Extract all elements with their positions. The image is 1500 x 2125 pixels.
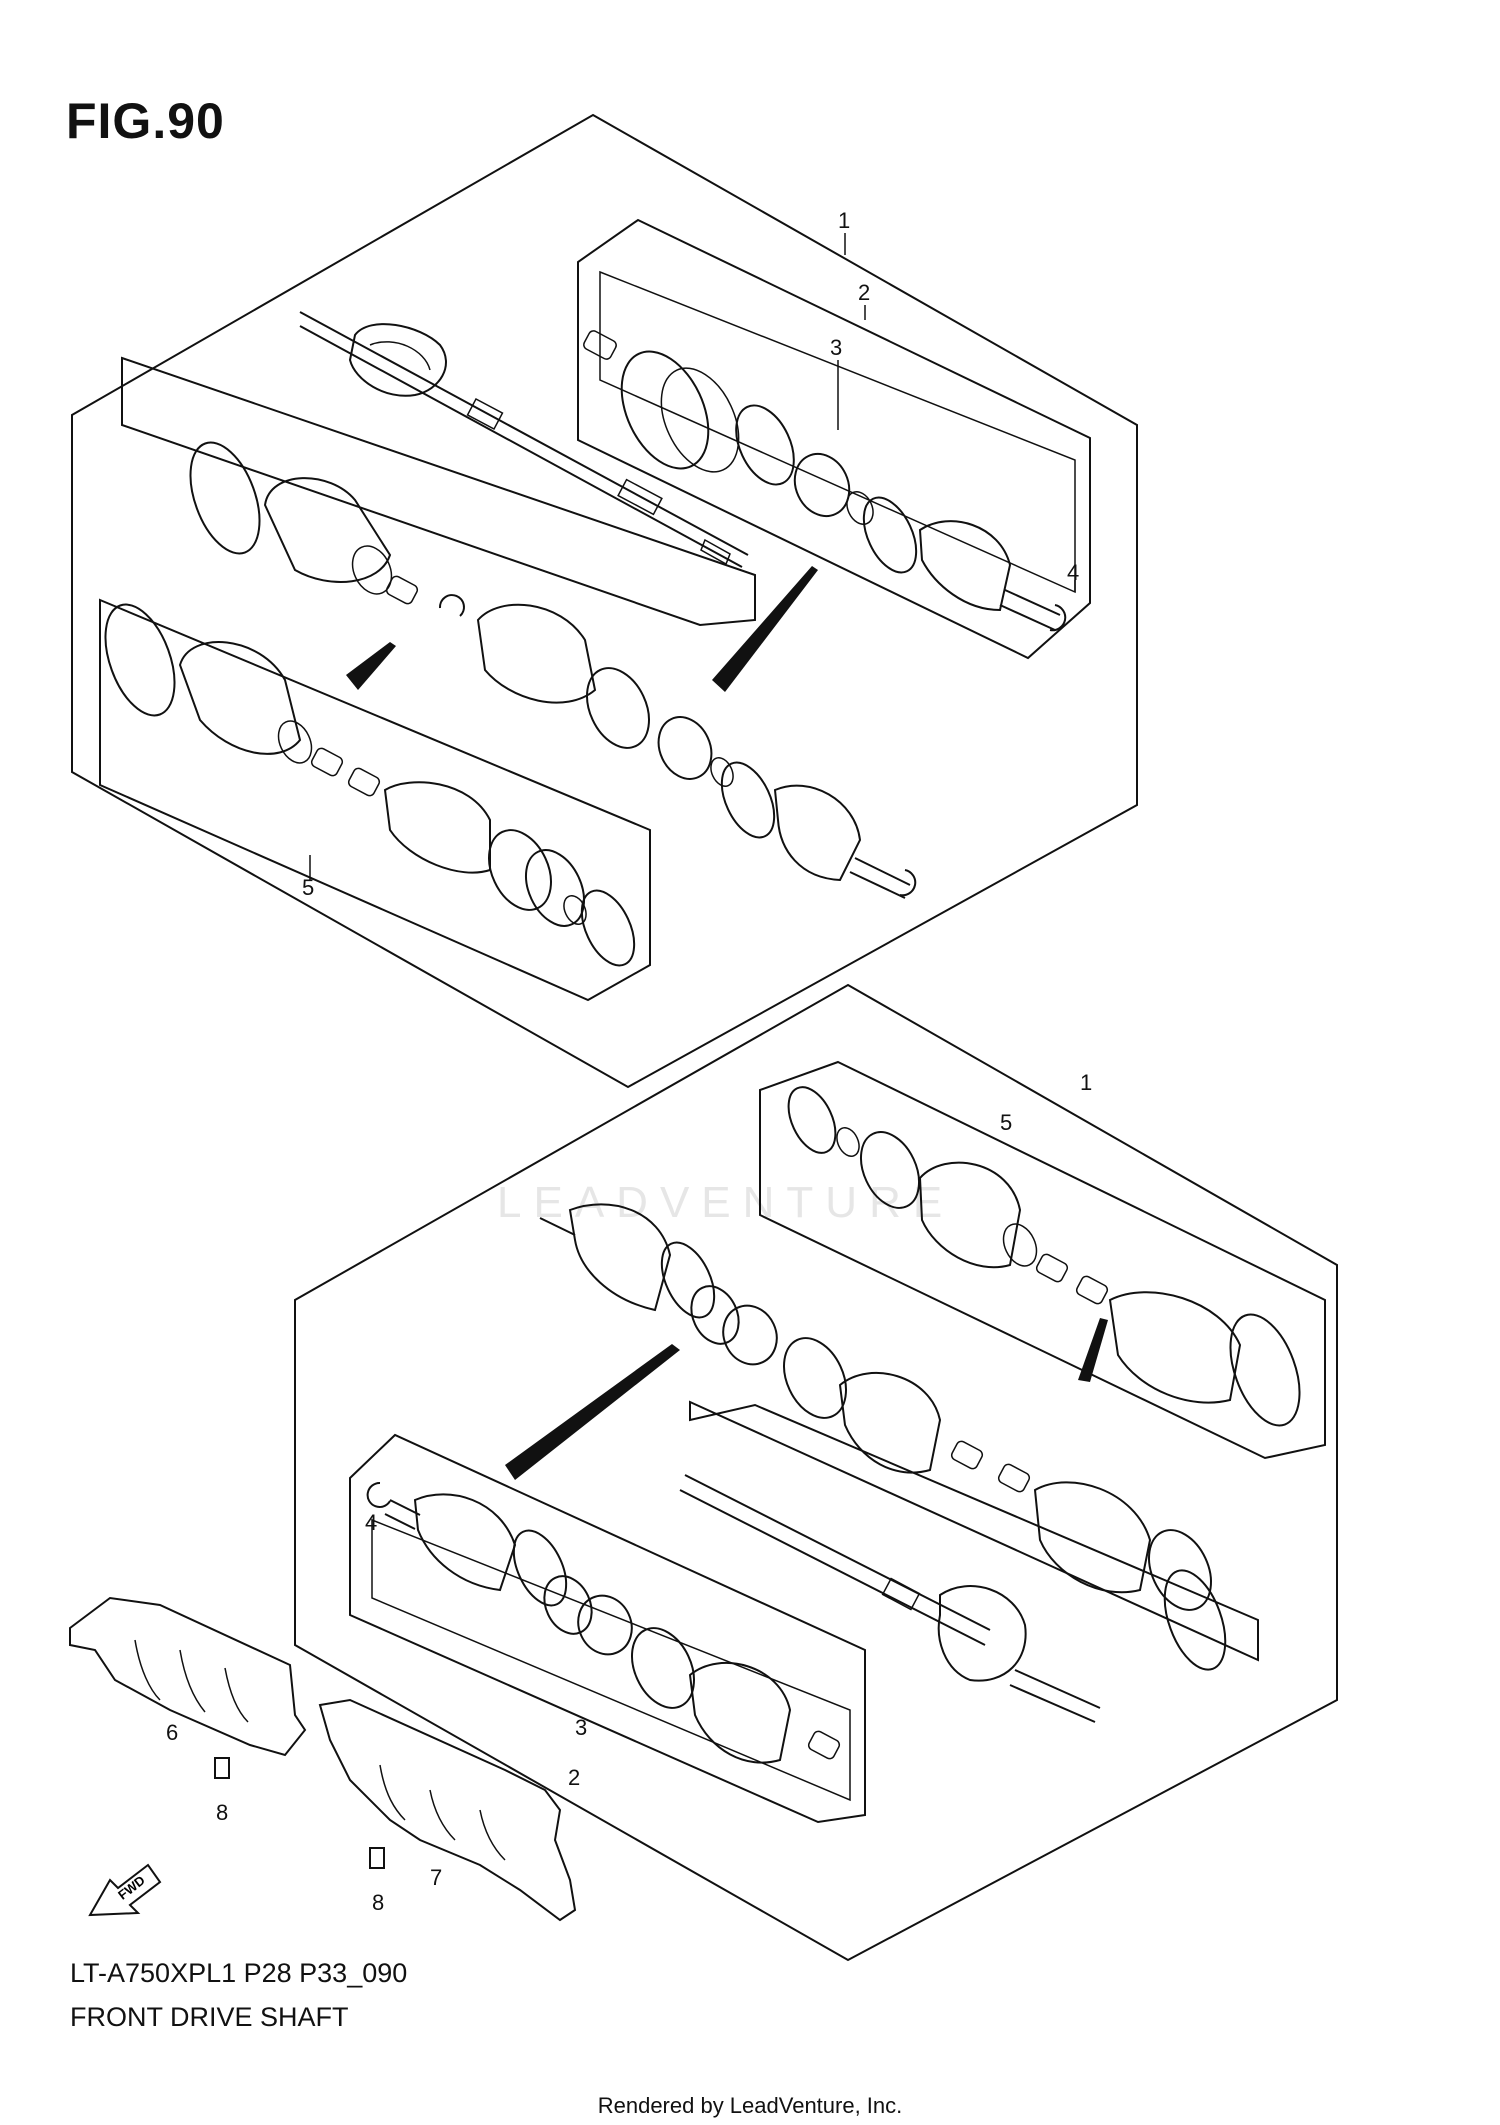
lower-joint-inner-box	[371, 1518, 851, 1802]
bolt-right-shape	[369, 1847, 385, 1869]
diagram-name: FRONT DRIVE SHAFT	[70, 2002, 349, 2032]
lower-left-joint-parts	[366, 1481, 841, 1764]
callout-guard-left: 6	[166, 1720, 178, 1745]
callout-upper-boot-kit: 5	[302, 875, 314, 900]
callout-lower-assembly: 1	[1080, 1070, 1092, 1095]
callout-lower-circlip: 4	[365, 1510, 377, 1535]
callout-upper-assembly: 1	[838, 208, 850, 233]
guard-right-shape	[318, 1698, 577, 1922]
callout-lower-boot-set: 2	[568, 1765, 580, 1790]
upper-joint-inner-box	[599, 270, 1076, 594]
callout-upper-circlip: 4	[1067, 560, 1079, 585]
lower-right-boot-box	[689, 1400, 1259, 1662]
upper-left-boot-box	[121, 356, 756, 627]
lower-boot-set-box	[349, 1433, 866, 1824]
lower-boot-kit-parts	[787, 1086, 1301, 1427]
fwd-arrow-label: FWD	[115, 1873, 148, 1903]
figure-title: FIG.90	[66, 93, 225, 149]
upper-boot-kit-parts	[104, 603, 636, 967]
callout-bolt-left: 8	[216, 1800, 228, 1825]
upper-boot-set-box	[577, 218, 1091, 660]
model-code: LT-A750XPL1 P28 P33_090	[70, 1958, 408, 1988]
callout-upper-joint-set: 3	[830, 335, 842, 360]
forward-direction-arrow: FWD	[88, 1863, 162, 1917]
upper-left-boot-parts	[189, 441, 917, 899]
callout-lower-joint-set: 3	[575, 1715, 587, 1740]
upper-assembly-frame	[71, 113, 1138, 1089]
callout-upper-boot-set: 2	[858, 280, 870, 305]
callout-guard-right: 7	[430, 1865, 442, 1890]
guard-left-shape	[69, 1596, 307, 1757]
upper-leader-lines	[309, 233, 1076, 880]
footer-credit: Rendered by LeadVenture, Inc.	[597, 2093, 903, 2118]
lower-drive-shaft	[679, 1474, 1101, 1723]
skid-guards	[69, 1596, 577, 1922]
lower-assembly-frame	[294, 983, 1338, 1962]
lower-joint-parts	[505, 1203, 1227, 1671]
callout-lower-boot-kit: 5	[1000, 1110, 1012, 1135]
upper-drive-shaft	[299, 311, 749, 568]
bolt-left-shape	[214, 1757, 230, 1779]
upper-boot-parts	[583, 330, 1067, 632]
upper-boot-kit-box	[99, 598, 651, 1002]
callout-bolt-right: 8	[372, 1890, 384, 1915]
lower-boot-kit-box	[759, 1060, 1326, 1460]
